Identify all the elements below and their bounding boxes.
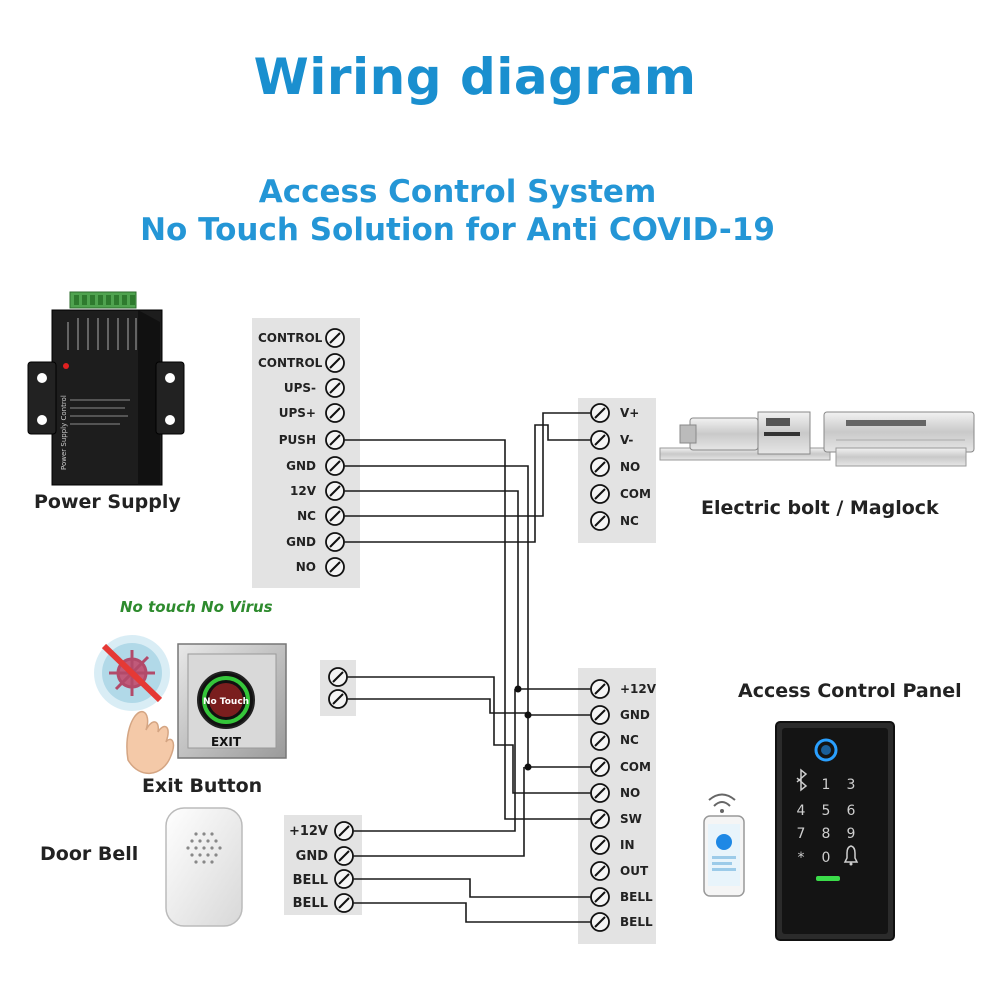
terminal-label: CONTROL bbox=[258, 356, 323, 370]
terminal-label: NO bbox=[295, 560, 316, 574]
terminal-label: V- bbox=[620, 433, 634, 447]
wire-bell-gnd bbox=[353, 767, 525, 857]
terminal-label: NO bbox=[620, 460, 641, 474]
maglock-device bbox=[659, 411, 975, 467]
door-bell-screws bbox=[334, 821, 354, 913]
wire-junctions bbox=[514, 685, 532, 771]
terminal-label: COM bbox=[620, 487, 651, 501]
keypad-key: * bbox=[798, 850, 805, 866]
terminal-label: V+ bbox=[620, 406, 640, 420]
terminal-label: NC bbox=[620, 733, 639, 747]
wire-com-to-gnd bbox=[527, 715, 591, 768]
terminal-label: UPS- bbox=[283, 381, 316, 395]
lock-screws bbox=[590, 403, 610, 531]
door-bell-device bbox=[165, 807, 243, 927]
keypad: 1 3 4 5 6 7 8 9 * 0 bbox=[797, 777, 856, 866]
exit-button-face-text: No Touch bbox=[203, 697, 249, 707]
wire-gnd-to-gnd bbox=[344, 465, 591, 716]
access-control-panel-device: 1 3 4 5 6 7 8 9 * 0 bbox=[775, 721, 895, 941]
terminal-label: SW bbox=[620, 812, 642, 826]
subtitle-solution: No Touch Solution for Anti COVID-19 bbox=[140, 212, 775, 248]
wire-bell-12v bbox=[353, 689, 516, 832]
exit-button-label: Exit Button bbox=[142, 775, 263, 797]
wire-bell-1 bbox=[353, 878, 591, 898]
exit-tagline: No touch No Virus bbox=[120, 598, 273, 616]
terminal-label: BELL bbox=[620, 890, 653, 904]
terminal-label: +12V bbox=[620, 682, 657, 696]
terminal-label: GND bbox=[286, 459, 316, 473]
keypad-key: 9 bbox=[847, 826, 856, 842]
wires bbox=[344, 412, 591, 923]
terminal-label: BELL bbox=[292, 896, 328, 911]
terminal-label: GND bbox=[286, 535, 316, 549]
exit-plate-text: EXIT bbox=[211, 735, 242, 749]
terminal-label: BELL bbox=[620, 915, 653, 929]
terminal-label: GND bbox=[620, 708, 650, 722]
terminal-label: BELL bbox=[292, 873, 328, 888]
page-title: Wiring diagram bbox=[253, 48, 697, 106]
terminal-label: NC bbox=[297, 509, 316, 523]
power-supply-panel-text: Power Supply Control bbox=[60, 395, 68, 470]
access-control-panel-label: Access Control Panel bbox=[738, 680, 962, 702]
wire-exit-bottom-to-gnd bbox=[347, 698, 528, 714]
terminal-label: NC bbox=[620, 514, 639, 528]
terminal-label: 12V bbox=[290, 484, 316, 498]
terminal-label: +12V bbox=[288, 824, 328, 839]
keypad-key: 6 bbox=[847, 803, 856, 819]
controller-screws bbox=[590, 679, 610, 932]
keypad-key: 7 bbox=[797, 826, 806, 842]
bluetooth-icon bbox=[796, 768, 808, 792]
wire-lock-v-plus bbox=[344, 412, 591, 517]
terminal-label: GND bbox=[295, 849, 328, 864]
keypad-key: 5 bbox=[822, 803, 831, 819]
power-supply-screws bbox=[325, 328, 345, 577]
lock-label: Electric bolt / Maglock bbox=[701, 497, 939, 519]
smartphone-icon bbox=[703, 793, 745, 897]
terminal-label: COM bbox=[620, 760, 651, 774]
bell-key-icon bbox=[843, 845, 859, 866]
wire-exit-top-to-no bbox=[347, 676, 591, 794]
terminal-label: OUT bbox=[620, 864, 649, 878]
keypad-key: 4 bbox=[797, 803, 806, 819]
terminal-label: PUSH bbox=[278, 433, 316, 447]
keypad-key: 8 bbox=[822, 826, 831, 842]
wire-push-to-sw bbox=[344, 439, 591, 820]
keypad-key: 1 bbox=[822, 777, 831, 793]
power-supply-device: Power Supply Control bbox=[27, 291, 185, 486]
exit-button-screws bbox=[328, 667, 348, 709]
wire-lock-v-minus bbox=[344, 424, 591, 543]
terminal-label: UPS+ bbox=[278, 406, 316, 420]
wire-12v-to-12v bbox=[344, 490, 591, 690]
exit-button-device: No Touch EXIT bbox=[94, 635, 287, 775]
wire-bell-2 bbox=[353, 902, 591, 923]
terminal-label: NO bbox=[620, 786, 641, 800]
terminal-label: CONTROL bbox=[258, 331, 323, 345]
door-bell-label: Door Bell bbox=[40, 843, 139, 865]
power-supply-label: Power Supply bbox=[34, 491, 181, 513]
subtitle-system: Access Control System bbox=[258, 174, 657, 210]
keypad-key: 0 bbox=[822, 850, 831, 866]
terminal-label: IN bbox=[620, 838, 635, 852]
keypad-key: 3 bbox=[847, 777, 856, 793]
